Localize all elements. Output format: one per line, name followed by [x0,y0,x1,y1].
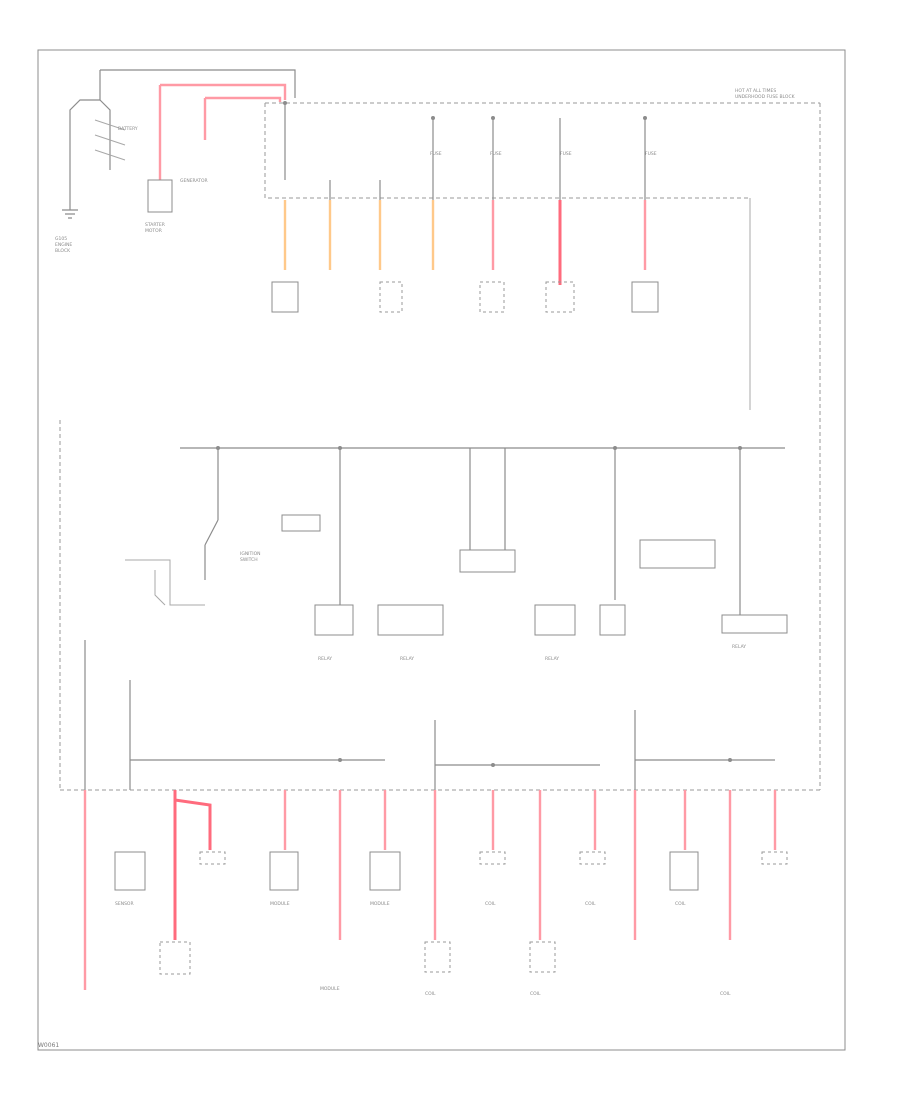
fuse-outputs-red [491,200,647,270]
lower-label-6: COIL [585,901,596,907]
lower-vertical-feeds [434,710,636,790]
component-coil-4 [761,851,788,865]
component-lower-1 [159,941,191,975]
fuse-label-1: FUSE [430,151,442,157]
battery-symbol [94,119,126,161]
component-sensor [114,851,146,891]
ignition-switch-box [281,514,321,532]
fuse-branches [284,103,646,270]
fuse-block-outline [264,103,750,199]
lower-buses [130,759,775,766]
battery-feed-wire [100,69,296,98]
ignition-switch-feed [204,448,219,580]
starter-label-2: MOTOR [145,228,162,234]
component-module-2 [369,851,401,891]
relay-label-1: RELAY [318,656,332,662]
splice-node-3 [491,116,495,120]
lower-left-feeds [84,640,131,790]
ground-label-3: BLOCK [55,248,71,254]
fuse-outputs-orange [283,200,435,270]
connector-2 [379,281,403,313]
relay-label-3: RELAY [545,656,559,662]
battery-cable [99,99,111,170]
starter-label-1: STARTER [145,222,165,228]
top-note-2: UNDERHOOD FUSE BLOCK [735,94,796,100]
ground-label-1: G105 [55,236,67,242]
ignition-switch-label-1: IGNITION [240,551,261,557]
switch-contacts [125,559,205,606]
component-lower-3 [529,941,556,973]
splice-node-10 [491,763,495,767]
connector-4 [545,281,575,313]
splice-node-11 [728,758,732,762]
ground-wire [69,70,101,210]
red-drops [283,790,777,940]
fuse-label-3: FUSE [560,151,572,157]
a/c-relay-box [534,604,576,636]
component-coil-1 [479,851,506,865]
lower-label-3: MODULE [370,901,390,907]
component-module-1 [269,851,299,891]
starter-motor-box [147,179,173,213]
splice-node-4 [643,116,647,120]
component-lower-2 [424,941,451,973]
ground-symbol [62,209,78,219]
diagram-footer-code: W0061 [38,1042,60,1049]
red-drop-2 [173,790,212,940]
main-feed-red [160,83,287,100]
relay-label-2: RELAY [400,656,414,662]
lower-label-9: COIL [530,991,541,997]
splice-node-7 [613,446,617,450]
fuse-label-2: FUSE [490,151,502,157]
lower-label-10: COIL [720,991,731,997]
component-coil-2 [579,851,606,865]
horn-relay-box [377,604,444,636]
lower-label-2: MODULE [270,901,290,907]
lower-label-7: COIL [675,901,686,907]
ecm-contact-box [314,604,354,636]
battery-label: BATTERY [118,126,138,132]
ground-label-2: ENGINE [55,242,72,248]
lower-label-4: MODULE [320,986,340,992]
splice-node-9 [338,758,342,762]
component-connector-a [199,851,226,865]
lower-label-8: COIL [425,991,436,997]
splice-node-5 [216,446,220,450]
cooling-fan-relay [639,539,716,569]
lower-label-1: SENSOR [115,901,134,907]
splice-node-8 [738,446,742,450]
connector-1 [271,281,299,313]
connector-3 [479,281,505,313]
starter-relay-box [599,604,626,636]
generator-label: GENERATOR [180,178,208,184]
top-note-1: HOT AT ALL TIMES [735,88,776,94]
splice-node-2 [431,116,435,120]
generator-feed-red [203,96,282,140]
fuel-pump-relay [459,549,516,573]
diagram-frame [37,49,846,1051]
lower-label-5: COIL [485,901,496,907]
high-speed-relay-box [721,614,788,634]
splice-node-1 [283,101,287,105]
fuse-label-4: FUSE [645,151,657,157]
relay-label-4: RELAY [732,644,746,650]
connector-5 [631,281,659,313]
splice-node-6 [338,446,342,450]
component-coil-3 [669,851,699,891]
relay-feeds [339,448,741,615]
ignition-switch-label-2: SWITCH [240,557,258,563]
